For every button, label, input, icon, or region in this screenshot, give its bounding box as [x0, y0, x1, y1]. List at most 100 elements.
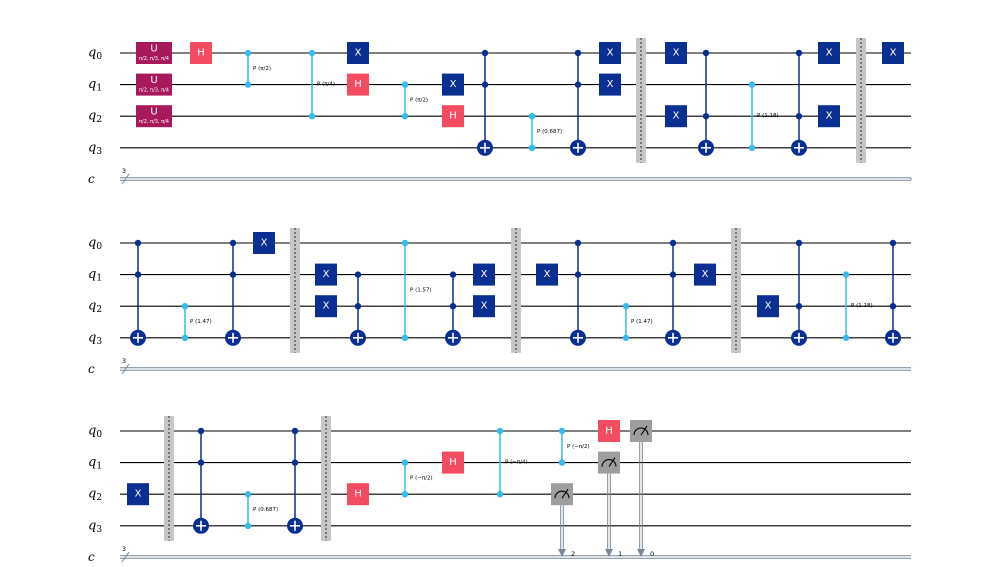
x-gate-label: X [544, 269, 551, 280]
x-gate [599, 42, 621, 64]
u-gate-parameters: π/2, π/3, π/4 [139, 88, 169, 94]
qubit-label: q0 [88, 46, 102, 63]
x-gate [665, 105, 687, 128]
qubit-label: q1 [88, 77, 102, 94]
phase-angle-label: P (1.47) [190, 319, 212, 325]
u-gate-label: U [150, 107, 157, 118]
control-dot [669, 271, 677, 278]
phase-control-dot [244, 49, 252, 57]
phase-angle-label: P (1.57) [410, 287, 432, 293]
measure-gate [551, 483, 573, 506]
classical-bus-slash [121, 551, 130, 563]
classical-bus-slash [121, 363, 130, 375]
phase-control-dot [842, 271, 850, 278]
h-gate-label: H [197, 48, 205, 59]
h-gate-label: H [354, 489, 362, 500]
phase-control-dot [401, 81, 409, 88]
barrier [636, 38, 646, 163]
phase-angle-label: P (1.47) [631, 319, 653, 325]
u-gate-label: U [150, 75, 157, 86]
x-gate-label: X [607, 48, 614, 59]
phase-target-dot [181, 334, 189, 341]
phase-target-dot [748, 144, 756, 151]
phase-control-dot [401, 239, 409, 247]
phase-target-dot [244, 81, 252, 88]
u-gate [136, 105, 172, 128]
x-gate-label: X [355, 48, 362, 59]
phase-target-dot [528, 144, 536, 151]
control-dot [197, 459, 205, 466]
barrier [290, 228, 300, 353]
phase-target-dot [622, 334, 630, 341]
phase-angle-label: P (−π/2) [410, 475, 433, 481]
phase-control-dot [622, 303, 630, 310]
control-dot [134, 239, 142, 247]
measure-bit-index: 2 [571, 550, 575, 558]
qubit-label: q0 [88, 236, 102, 253]
x-gate-label: X [481, 301, 488, 312]
h-gate [347, 483, 369, 506]
measure-gate [598, 451, 620, 474]
u-gate-parameters: π/2, π/3, π/4 [139, 56, 169, 62]
control-dot [291, 459, 299, 466]
measure-arrow [605, 549, 613, 557]
phase-target-dot [842, 334, 850, 341]
qubit-label: q1 [88, 267, 102, 284]
control-dot [134, 271, 142, 278]
phase-target-dot [401, 113, 409, 120]
x-gate [315, 263, 337, 286]
qubit-label: q2 [88, 487, 102, 504]
phase-target-dot [496, 491, 504, 498]
x-gate [694, 263, 716, 286]
measure-bit-index: 1 [618, 550, 622, 558]
control-dot [889, 239, 897, 247]
x-gate [665, 42, 687, 64]
control-dot [795, 49, 803, 57]
phase-angle-label: P (0.687) [537, 129, 562, 135]
meter-icon [601, 459, 617, 467]
x-gate [315, 295, 337, 318]
classical-register-label: c [88, 550, 95, 564]
phase-control-dot [308, 49, 316, 57]
control-dot [574, 271, 582, 278]
barrier [856, 38, 866, 163]
control-dot [574, 49, 582, 57]
barrier [321, 416, 331, 541]
classical-register-size: 3 [122, 167, 126, 175]
h-gate-label: H [605, 426, 613, 437]
x-gate-label: X [890, 48, 897, 59]
x-gate-label: X [323, 301, 330, 312]
control-dot [889, 303, 897, 310]
control-dot [229, 271, 237, 278]
x-gate-label: X [450, 79, 457, 90]
h-gate-label: H [449, 111, 457, 122]
phase-angle-label: P (π/2) [253, 66, 271, 72]
qubit-label: q2 [88, 299, 102, 316]
x-gate [127, 483, 149, 506]
phase-control-dot [748, 81, 756, 88]
x-gate-label: X [261, 238, 268, 249]
barrier [511, 228, 521, 353]
control-dot [795, 239, 803, 247]
phase-angle-label: P (−π/4) [505, 460, 528, 466]
phase-control-dot [528, 113, 536, 120]
x-gate [818, 42, 840, 64]
qubit-label: q3 [88, 140, 102, 157]
classical-register-size: 3 [122, 357, 126, 365]
x-gate [473, 295, 495, 318]
x-gate-label: X [673, 48, 680, 59]
u-gate [136, 73, 172, 96]
control-dot [481, 81, 489, 88]
h-gate [442, 105, 464, 128]
qubit-label: q3 [88, 518, 102, 535]
h-gate-label: H [354, 79, 362, 90]
u-gate-label: U [150, 44, 157, 55]
phase-target-dot [308, 113, 316, 120]
phase-angle-label: P (1.18) [757, 113, 779, 119]
control-dot [702, 113, 710, 120]
control-dot [229, 239, 237, 247]
h-gate [190, 42, 212, 64]
